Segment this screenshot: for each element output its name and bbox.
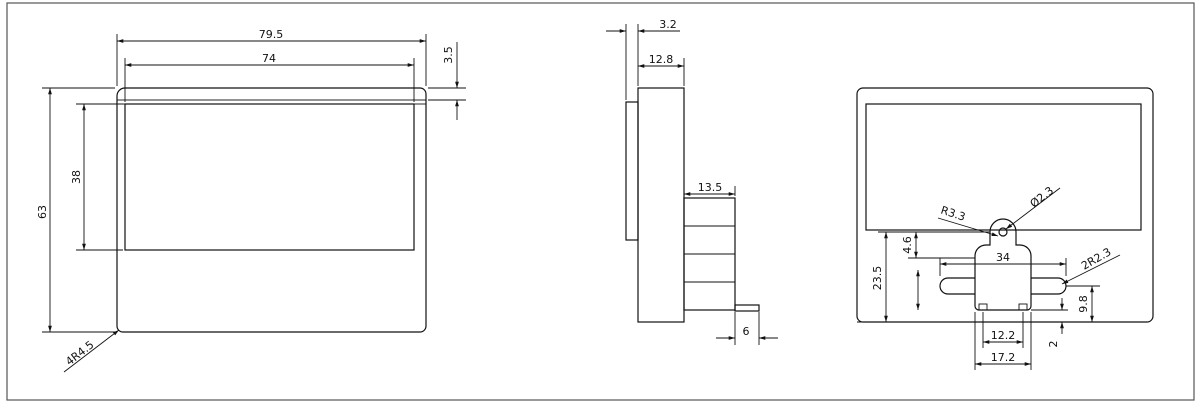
dim-23-5: 23.5 [871,266,884,291]
side-body [637,87,685,323]
rear-view: R3.3 Ø2.3 4.6 34 2R2.3 23.5 9.8 2 [856,87,1154,370]
dim-34: 34 [996,251,1010,264]
dim-9-8: 9.8 [1077,295,1090,313]
dim-3-2: 3.2 [659,18,677,31]
front-display-window [124,103,415,251]
dim-12-2: 12.2 [991,329,1016,342]
dim-13-5: 13.5 [698,181,723,194]
dim-12-8: 12.8 [649,53,674,66]
dim-38: 38 [70,170,83,184]
rear-window [865,103,1142,231]
dim-4-6: 4.6 [901,236,914,254]
dim-hole-2-3: Ø2.3 [1028,184,1057,210]
dim-74: 74 [262,52,276,65]
rear-outline [856,87,1154,323]
front-view: 79.5 74 3.5 63 38 4R4.5 [36,28,466,373]
side-view: 3.2 12.8 13.5 6 [606,18,778,345]
dim-slots-2r2-3: 2R2.3 [1079,245,1113,272]
dim-corner-radius: 4R4.5 [63,338,96,368]
dim-63: 63 [36,205,49,219]
side-terminal-pin [734,304,760,312]
rear-slot-right [1031,277,1067,295]
rear-lug [974,218,1032,311]
dim-6: 6 [743,325,750,338]
dim-17-2: 17.2 [991,351,1016,364]
rear-slot-left [939,277,975,295]
dim-3-5: 3.5 [442,46,455,64]
front-bezel-outline [116,87,427,333]
dim-79-5: 79.5 [259,28,284,41]
dim-2: 2 [1047,341,1060,348]
drawing-frame [6,2,1195,401]
side-bezel [625,101,639,241]
rear-hole [998,227,1008,237]
dim-r3-3: R3.3 [939,204,967,224]
